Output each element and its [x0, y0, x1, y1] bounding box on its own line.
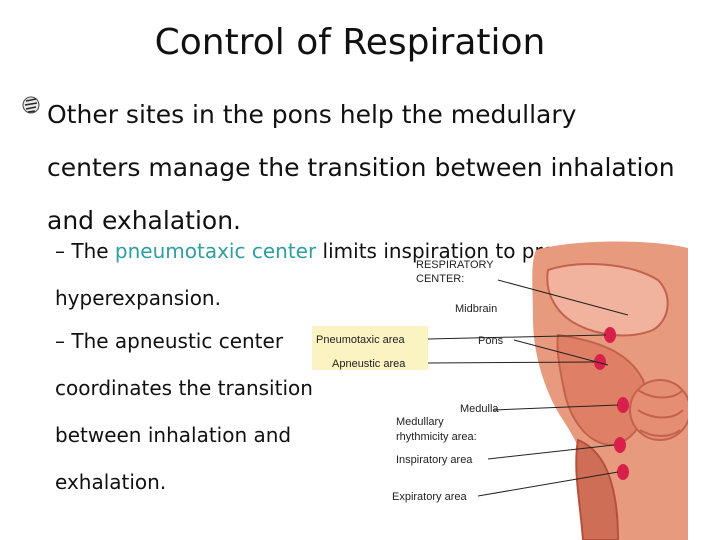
- sub-bullet-text: The apneustic center coordinates the tra…: [55, 329, 313, 494]
- main-bullet-text: Other sites in the pons help the medulla…: [47, 100, 675, 235]
- pons-label: Pons: [478, 335, 504, 347]
- respiratory-center-diagram: RESPIRATORY CENTER: Midbrain Pneumotaxic…: [312, 241, 688, 540]
- inspiratory-area-label: Inspiratory area: [396, 454, 473, 466]
- label-highlight-box: [312, 326, 428, 370]
- pneumotaxic-center-dot: [604, 327, 616, 343]
- slide-title: Control of Respiration: [154, 22, 546, 63]
- midbrain-label: Midbrain: [455, 303, 497, 315]
- apneustic-center-dot: [594, 354, 606, 370]
- sub-bullet-apneustic: – The apneustic center coordinates the t…: [55, 318, 385, 506]
- expiratory-center-dot: [617, 464, 629, 480]
- sub-bullet-pneumotaxic: – The pneumotaxic center limits inspirat…: [55, 228, 675, 322]
- dash: –: [55, 239, 65, 263]
- dash: –: [55, 329, 65, 353]
- expiratory-area-label: Expiratory area: [392, 491, 467, 503]
- bullet-icon: [22, 96, 40, 114]
- pneumotaxic-highlight: pneumotaxic center: [114, 239, 317, 263]
- apneustic-area-label: Apneustic area: [332, 358, 406, 370]
- medulla-center-dot: [617, 397, 629, 413]
- sub-bullet-text-after: limits inspiration to prevent hyperexpan…: [55, 239, 600, 310]
- medulla-label: Medulla: [460, 403, 499, 415]
- sub-bullet-text-before: The: [71, 239, 115, 263]
- medullary-label-line1: Medullary: [396, 416, 444, 428]
- pneumotaxic-area-label: Pneumotaxic area: [316, 334, 406, 346]
- medullary-label-line2: rhythmicity area:: [396, 431, 477, 443]
- figure-heading-line2: CENTER:: [416, 273, 464, 285]
- medulla-shape: [575, 438, 620, 540]
- inspiratory-center-dot: [614, 437, 626, 453]
- figure-heading-line1: RESPIRATORY: [416, 259, 494, 271]
- midbrain-shape: [546, 263, 669, 337]
